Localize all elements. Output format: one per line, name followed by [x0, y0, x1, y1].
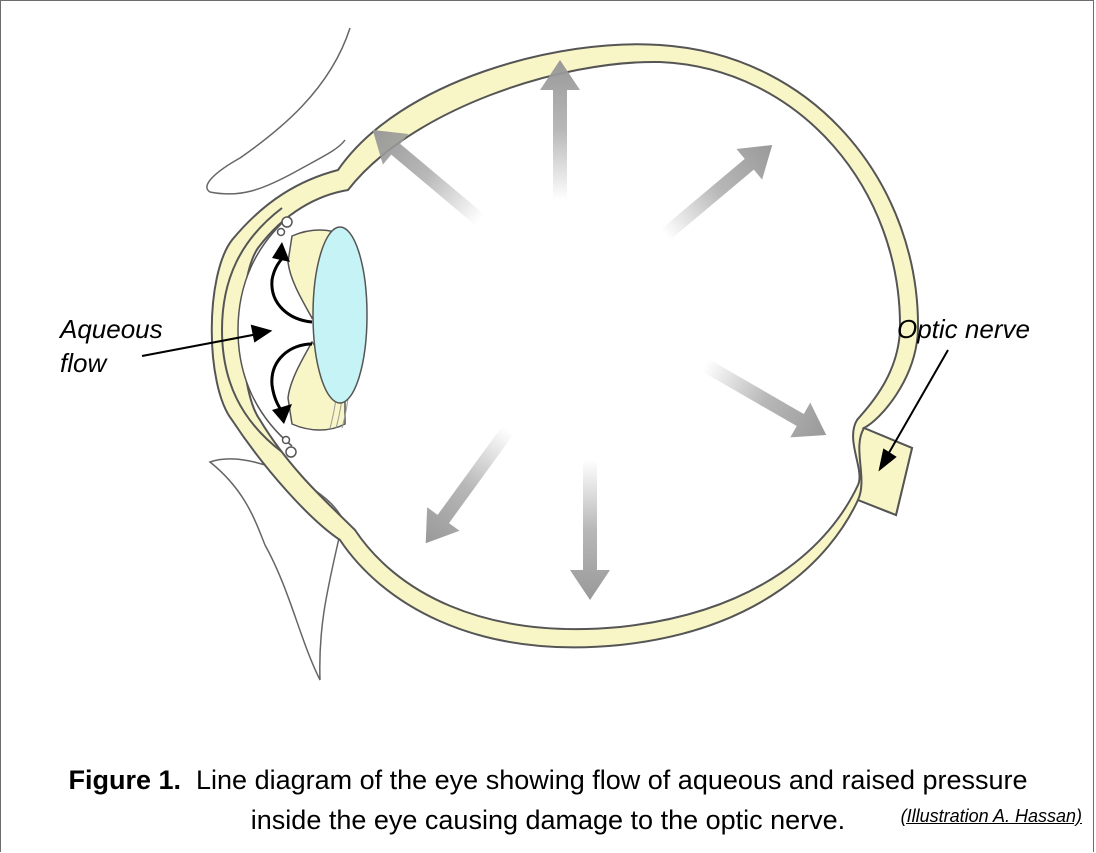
pressure-arrows — [360, 60, 836, 600]
optic-nerve-stub — [858, 428, 912, 515]
aqueous-label-line1: Aqueous — [60, 312, 163, 346]
figure-caption: Figure 1. Line diagram of the eye showin… — [40, 760, 1056, 840]
optic-nerve-label: Optic nerve — [897, 312, 1030, 346]
aqueous-flow-label: Aqueous flow — [60, 312, 163, 380]
lens — [313, 227, 367, 403]
aqueous-label-line2: flow — [60, 346, 163, 380]
illustration-credit: (Illustration A. Hassan) — [901, 806, 1082, 827]
figure-label: Figure 1. — [68, 765, 181, 795]
upper-eyelid — [207, 28, 350, 194]
caption-line1: Line diagram of the eye showing flow of … — [196, 765, 1028, 795]
lower-eyelid — [210, 459, 343, 680]
